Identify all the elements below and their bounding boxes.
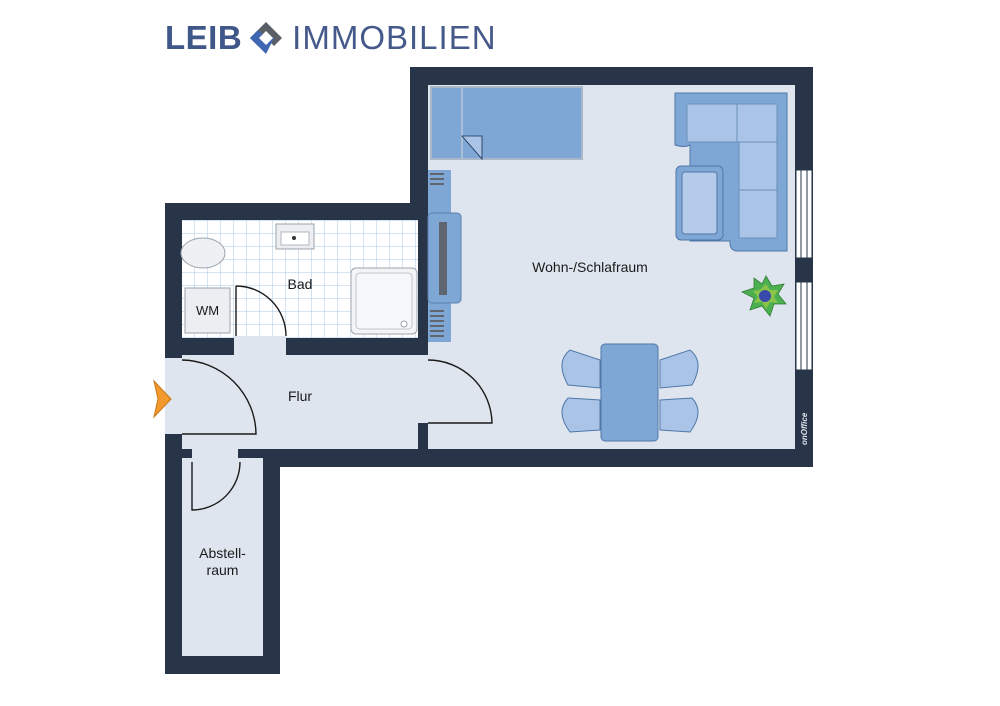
furniture: [427, 86, 788, 442]
bathroom-fixtures: [180, 223, 418, 335]
room-label-bad: Bad: [287, 276, 313, 292]
plant-icon: [740, 275, 787, 317]
company-logo: LEIB IMMOBILIEN: [165, 18, 497, 58]
logo-brand-light: IMMOBILIEN: [292, 19, 497, 56]
bed-icon: [430, 86, 583, 161]
room-label-abstell-line1: Abstell-: [199, 545, 246, 561]
dining-table-icon: [561, 343, 699, 442]
toilet-icon: [180, 237, 226, 269]
room-label-abstell-line2: raum: [206, 562, 239, 578]
room-label-abstell: Abstell- raum: [182, 545, 263, 579]
room-label-wohn: Wohn-/Schlafraum: [532, 259, 648, 275]
coffee-table-icon: [675, 165, 724, 241]
washing-machine-icon: [184, 287, 231, 334]
diamond-logo-icon: [250, 22, 283, 54]
door-swings: [181, 285, 493, 511]
washing-machine-label: WM: [195, 303, 220, 318]
watermark-text: onOffice: [800, 412, 809, 445]
room-label-flur: Flur: [287, 388, 313, 404]
logo-brand-bold: LEIB: [165, 19, 243, 56]
windows: [795, 169, 813, 371]
tv-unit-icon: [427, 170, 462, 342]
entrance-arrow-icon: [153, 379, 172, 419]
